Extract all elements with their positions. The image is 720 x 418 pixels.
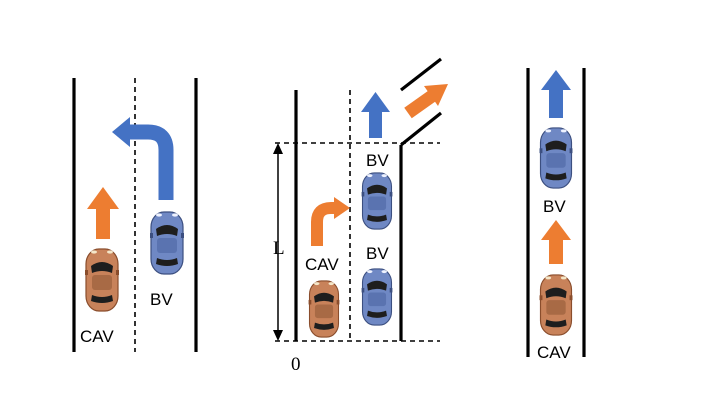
ramp-exit-arrowhead <box>424 84 448 106</box>
bv-straight-arrowhead <box>361 92 390 112</box>
following-scene: BV CAV <box>526 68 586 362</box>
bv-left-turn-arrow <box>128 124 174 200</box>
origin-label: 0 <box>291 354 301 375</box>
ramp-exit-arrow <box>404 90 436 119</box>
cav-car <box>539 274 573 336</box>
ramp-edge-upper <box>400 57 442 92</box>
bv-car <box>539 127 573 189</box>
left-turn-scene: CAV BV <box>72 78 198 352</box>
cav-lane-change-arrow <box>311 202 336 246</box>
cav-car <box>85 248 119 312</box>
bv-label-top: BV <box>366 151 389 170</box>
bv-left-turn-arrowhead <box>112 117 130 147</box>
cav-lane-change-arrowhead <box>334 197 350 219</box>
bv-label-bottom: BV <box>366 244 389 263</box>
bv-label: BV <box>150 290 173 309</box>
cav-straight-arrowhead <box>541 220 571 240</box>
bv-label: BV <box>543 197 566 216</box>
bv-straight-arrow <box>549 88 563 118</box>
cav-straight-arrow <box>96 207 110 239</box>
cav-label: CAV <box>305 255 339 274</box>
cav-car <box>308 280 340 338</box>
ramp-edge-lower <box>400 111 442 147</box>
merge-scene: L 0 BV BV CAV <box>273 57 448 375</box>
bv-straight-arrowhead <box>541 70 571 90</box>
bv-car <box>150 211 184 275</box>
length-arrow-top <box>273 143 283 154</box>
bv-car-bottom <box>361 268 393 326</box>
cav-label: CAV <box>537 343 571 362</box>
bv-straight-arrow <box>369 110 382 138</box>
cav-straight-arrow <box>549 238 563 264</box>
bv-car-top <box>361 172 393 230</box>
cav-label: CAV <box>80 327 114 346</box>
length-label: L <box>273 238 285 259</box>
cav-straight-arrowhead <box>87 187 119 209</box>
length-arrow-bottom <box>273 330 283 341</box>
